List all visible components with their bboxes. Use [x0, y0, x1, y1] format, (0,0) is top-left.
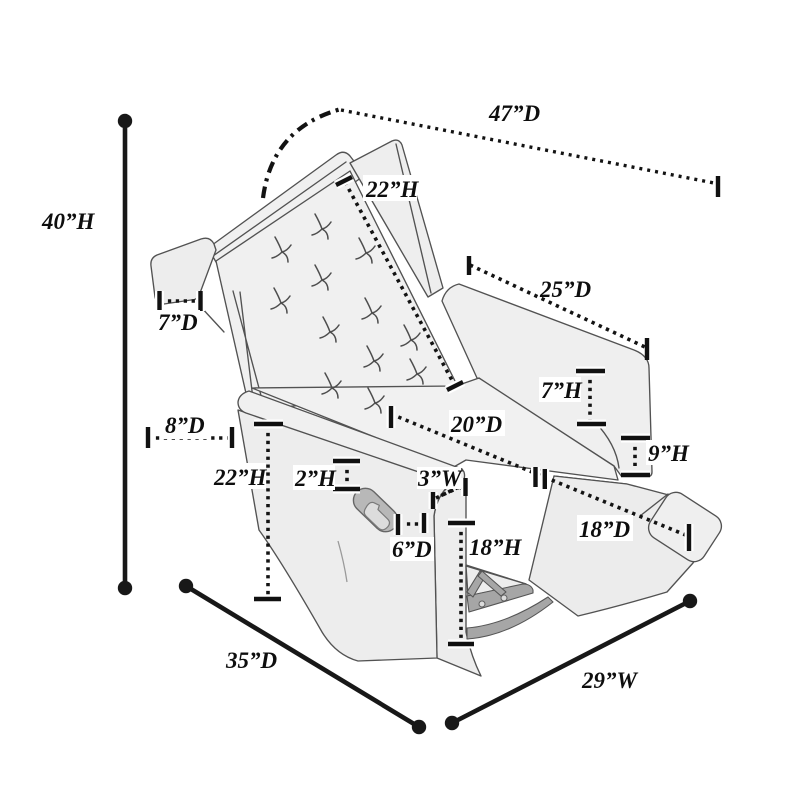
svg-text:20”D: 20”D — [450, 412, 503, 437]
svg-text:40”H: 40”H — [41, 209, 96, 234]
svg-text:35”D: 35”D — [225, 648, 278, 673]
svg-text:2”H: 2”H — [294, 466, 337, 491]
svg-text:6”D: 6”D — [392, 537, 432, 562]
svg-text:22”H: 22”H — [365, 177, 420, 202]
svg-text:8”D: 8”D — [165, 413, 205, 438]
svg-text:25”D: 25”D — [539, 277, 592, 302]
svg-text:18”H: 18”H — [469, 535, 523, 560]
svg-text:7”H: 7”H — [541, 378, 583, 403]
svg-text:22”H: 22”H — [213, 465, 268, 490]
svg-text:18”D: 18”D — [579, 517, 631, 542]
svg-text:29”W: 29”W — [581, 668, 639, 693]
svg-text:3”W: 3”W — [417, 466, 463, 491]
svg-text:47”D: 47”D — [488, 101, 541, 126]
svg-text:9”H: 9”H — [648, 441, 690, 466]
svg-text:7”D: 7”D — [158, 310, 198, 335]
